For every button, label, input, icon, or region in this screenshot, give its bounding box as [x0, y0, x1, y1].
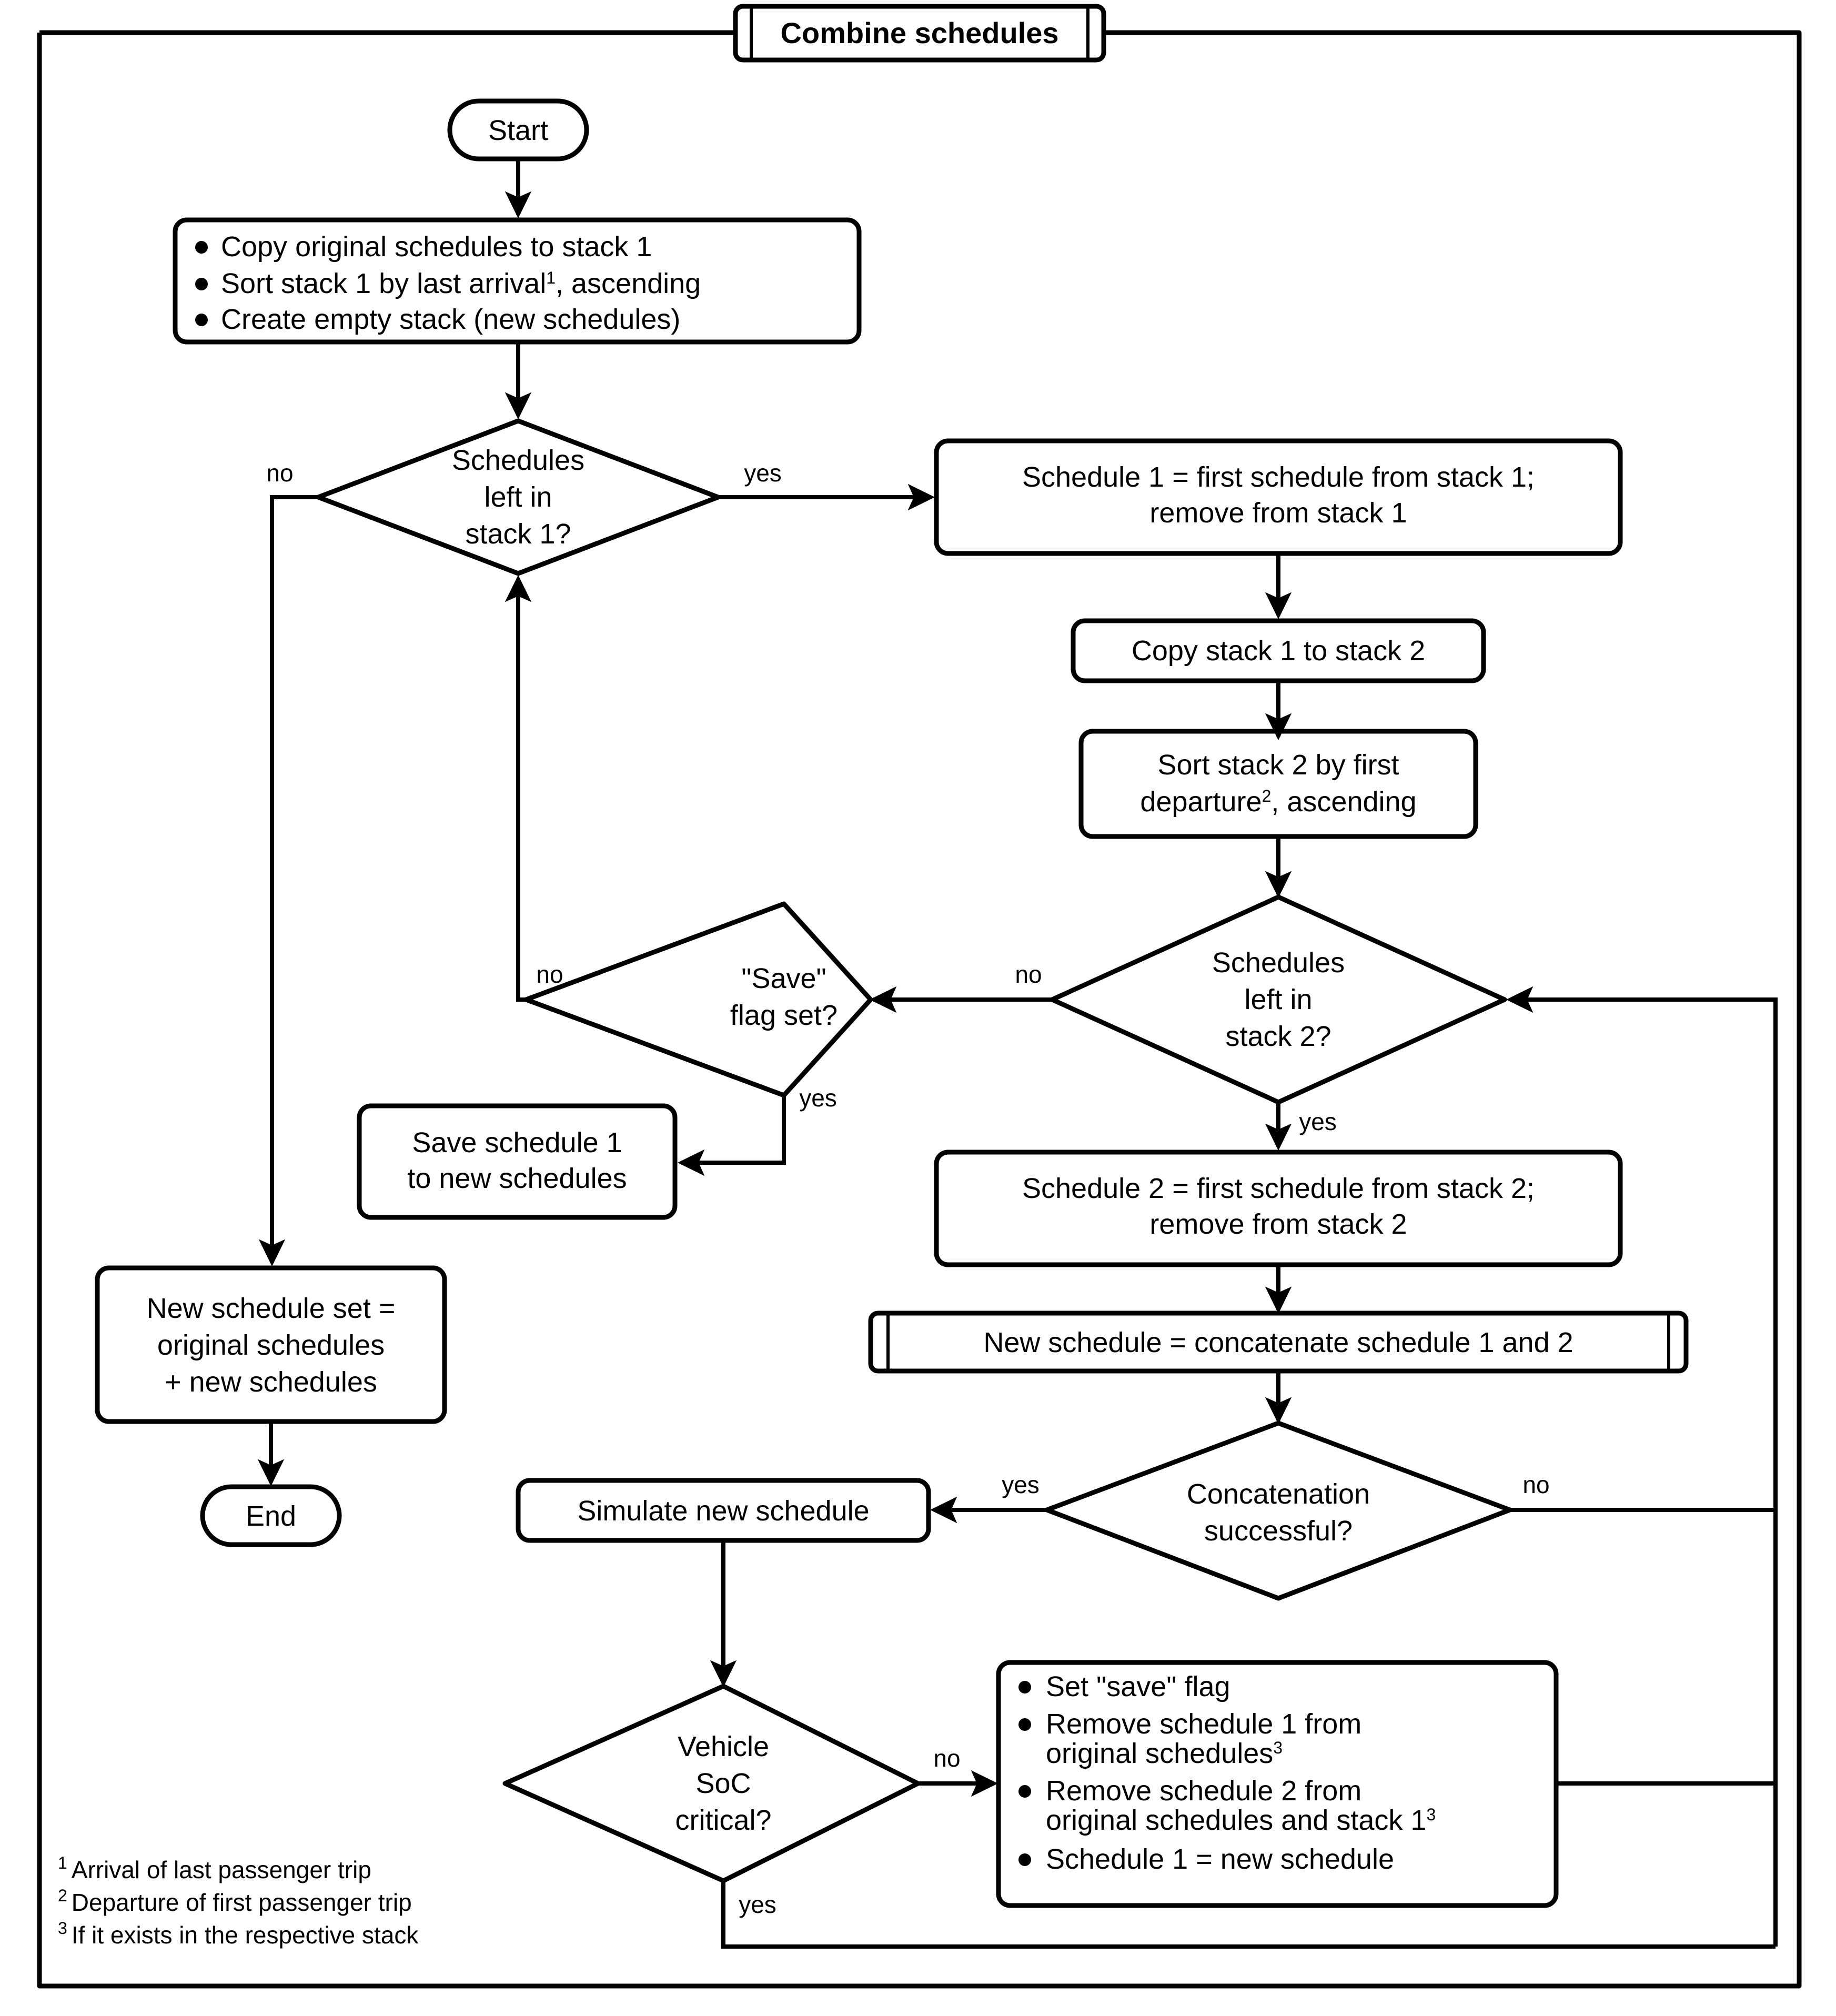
start-terminator: Start — [447, 98, 589, 162]
new-set-line-2: original schedules — [157, 1329, 385, 1361]
node-init: Copy original schedules to stack 1 Sort … — [173, 217, 862, 345]
node-d-soc: Vehicle SoC critical? — [502, 1684, 921, 1883]
soc-action-4: Schedule 1 = new schedule — [1046, 1843, 1394, 1875]
d-stack1-line-2: left in — [484, 481, 552, 513]
edge-label-stack1-yes: yes — [744, 459, 782, 487]
edge-label-soc-yes: yes — [739, 1891, 776, 1918]
simulate-label: Simulate new schedule — [577, 1495, 869, 1527]
soc-action-2a: Remove schedule 1 from — [1046, 1708, 1361, 1740]
diagram-title-box: Combine schedules — [733, 4, 1106, 63]
soc-action-2b: original schedules3 — [1046, 1738, 1283, 1769]
node-d-stack1: Schedules left in stack 1? — [316, 418, 721, 576]
end-label: End — [246, 1500, 296, 1532]
sched2-line-2: remove from stack 2 — [1149, 1208, 1407, 1240]
node-new-schedule-set: New schedule set = original schedules + … — [95, 1265, 447, 1424]
edge-saveflag-yes — [678, 1095, 786, 1176]
d-soc-line-2: SoC — [695, 1768, 751, 1799]
d-saveflag-line-1: "Save" — [741, 963, 826, 994]
node-d-concat: Concatenation successful? — [1044, 1420, 1512, 1601]
sort-stack2-line-1: Sort stack 2 by first — [1157, 749, 1399, 781]
edge-stack1-no — [258, 495, 318, 1266]
bullet-dot — [195, 314, 208, 326]
sched1-line-2: remove from stack 1 — [1149, 497, 1407, 529]
edge-label-soc-no: no — [933, 1745, 960, 1772]
edge-label-stack2-no: no — [1015, 961, 1042, 988]
copy-stack-label: Copy stack 1 to stack 2 — [1132, 635, 1425, 667]
bullet-dot — [1018, 1785, 1031, 1798]
node-d-stack2: Schedules left in stack 2? — [1050, 894, 1507, 1105]
edge-label-stack2-yes: yes — [1299, 1108, 1337, 1135]
save-schedule-line-2: to new schedules — [407, 1163, 627, 1194]
node-simulate: Simulate new schedule — [516, 1478, 931, 1543]
sched1-line-1: Schedule 1 = first schedule from stack 1… — [1022, 461, 1535, 493]
edge-label-concat-no: no — [1522, 1471, 1549, 1498]
d-stack2-line-1: Schedules — [1212, 947, 1345, 979]
d-saveflag-line-2: flag set? — [730, 1000, 838, 1031]
d-stack1-line-3: stack 1? — [465, 518, 571, 550]
bullet-dot — [195, 278, 208, 290]
edge-label-concat-yes: yes — [1002, 1471, 1040, 1498]
node-sched2: Schedule 2 = first schedule from stack 2… — [934, 1150, 1623, 1267]
end-terminator: End — [200, 1484, 342, 1547]
edge-soc-yes — [721, 1881, 1776, 1949]
diagram-frame — [37, 30, 1802, 1989]
bullet-dot — [1018, 1853, 1031, 1866]
node-sort-stack2: Sort stack 2 by first departure2, ascend… — [1078, 729, 1478, 839]
bullet-dot — [1018, 1718, 1031, 1731]
init-line-3: Create empty stack (new schedules) — [221, 304, 680, 335]
sort-stack2-line-2: departure2, ascending — [1140, 786, 1416, 818]
page-title: Combine schedules — [780, 16, 1058, 49]
node-d-saveflag: "Save" flag set? — [523, 901, 873, 1098]
init-line-2: Sort stack 1 by last arrival1, ascending — [221, 268, 701, 299]
d-soc-line-1: Vehicle — [678, 1731, 769, 1762]
start-label: Start — [488, 115, 548, 146]
node-soc-actions: Set "save" flag Remove schedule 1 from o… — [996, 1660, 1559, 1908]
bullet-dot — [195, 241, 208, 254]
concat-label: New schedule = concatenate schedule 1 an… — [983, 1327, 1573, 1358]
d-stack1-line-1: Schedules — [452, 445, 584, 476]
node-save-schedule: Save schedule 1 to new schedules — [357, 1103, 678, 1220]
node-copy-stack: Copy stack 1 to stack 2 — [1071, 618, 1486, 683]
d-stack2-line-2: left in — [1244, 984, 1312, 1015]
d-stack2-line-3: stack 2? — [1225, 1021, 1331, 1052]
save-schedule-line-1: Save schedule 1 — [412, 1127, 622, 1158]
soc-action-3a: Remove schedule 2 from — [1046, 1775, 1361, 1807]
sched2-line-1: Schedule 2 = first schedule from stack 2… — [1022, 1173, 1535, 1204]
node-concat: New schedule = concatenate schedule 1 an… — [868, 1311, 1689, 1374]
edge-label-saveflag-no: no — [536, 961, 563, 988]
d-concat-line-1: Concatenation — [1187, 1478, 1370, 1510]
init-line-1: Copy original schedules to stack 1 — [221, 231, 652, 263]
soc-action-1: Set "save" flag — [1046, 1671, 1230, 1702]
edge-label-stack1-no: no — [266, 459, 293, 487]
edge-return-to-d-stack2 — [1506, 986, 1778, 1947]
soc-action-3b: original schedules and stack 13 — [1046, 1805, 1436, 1836]
d-soc-line-3: critical? — [675, 1805, 771, 1836]
bullet-dot — [1018, 1681, 1031, 1694]
edge-saveflag-no — [505, 575, 532, 1002]
new-set-line-3: + new schedules — [165, 1366, 377, 1398]
d-concat-line-2: successful? — [1204, 1515, 1353, 1547]
new-set-line-1: New schedule set = — [147, 1293, 396, 1324]
edge-label-saveflag-yes: yes — [799, 1084, 837, 1112]
node-sched1: Schedule 1 = first schedule from stack 1… — [934, 438, 1623, 556]
